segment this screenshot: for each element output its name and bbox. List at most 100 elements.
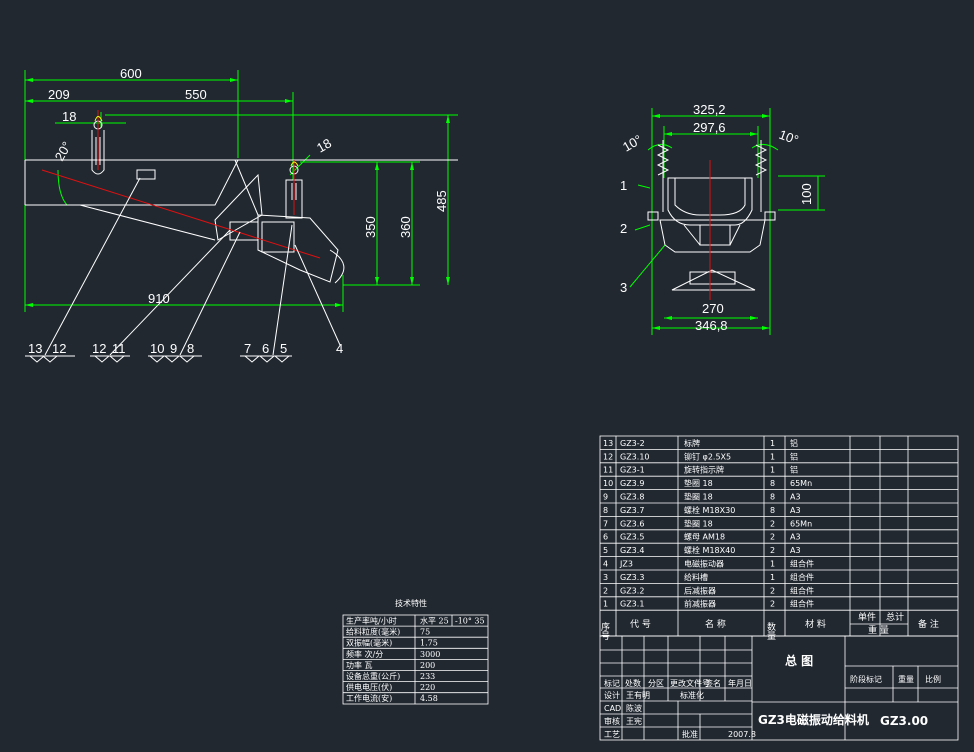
bom-cell-no: 8 xyxy=(603,506,608,515)
bom-cell-code: GZ3.7 xyxy=(620,506,644,515)
label-count: 处数 xyxy=(625,678,641,688)
bom-cell-code: GZ3.2 xyxy=(620,586,644,595)
spec-label: 给料粒度(毫米) xyxy=(346,627,400,637)
bom-cell-code: GZ3.4 xyxy=(620,546,644,555)
bom-cell-mat: 铝 xyxy=(790,451,798,461)
bom-cell-name: 螺母 AM18 xyxy=(684,532,725,542)
bom-cell-mat: A3 xyxy=(790,506,801,515)
dim-550: 550 xyxy=(185,87,207,102)
bom-cell-code: GZ3.10 xyxy=(620,452,650,461)
bom-cell-mat: 65Mn xyxy=(790,479,812,488)
bom-cell-qty: 2 xyxy=(770,586,775,595)
label-process: 工艺 xyxy=(604,730,620,739)
dim-297-6: 297,6 xyxy=(693,120,726,135)
dim-910: 910 xyxy=(148,291,170,306)
bom-cell-code: GZ3.3 xyxy=(620,573,644,582)
spec-value: 233 xyxy=(420,672,435,681)
bom-header-code: 代 号 xyxy=(630,619,651,630)
cad-name: 陈波 xyxy=(626,703,642,713)
bom-cell-no: 1 xyxy=(603,600,608,609)
dim-18-left: 18 xyxy=(62,109,76,124)
bom-cell-qty: 2 xyxy=(770,600,775,609)
label-stage: 阶段标记 xyxy=(850,674,882,684)
bom-cell-name: 铆钉 φ2.5X5 xyxy=(684,451,731,461)
spec-value: 75 xyxy=(420,628,430,637)
bom-cell-name: 电磁振动器 xyxy=(684,559,724,569)
bom-cell-qty: 1 xyxy=(770,452,775,461)
bom-cell-mat: A3 xyxy=(790,546,801,555)
drawing-name: 总 图 xyxy=(785,653,813,668)
label-approve: 批准 xyxy=(682,729,698,739)
bom-cell-mat: 组合件 xyxy=(790,572,814,582)
leader-6: 6 xyxy=(262,341,269,356)
bom-cell-mat: A3 xyxy=(790,493,801,502)
bom-cell-no: 9 xyxy=(603,493,608,502)
bom-cell-qty: 2 xyxy=(770,519,775,528)
bom-header-total: 总计 xyxy=(886,611,904,623)
bom-cell-name: 旋转指示牌 xyxy=(684,465,724,475)
bom-cell-name: 螺栓 M18X40 xyxy=(684,545,735,555)
dim-600: 600 xyxy=(120,66,142,81)
designer-name: 王有明 xyxy=(626,690,650,700)
bom-cell-no: 13 xyxy=(603,439,613,448)
bom-cell-no: 12 xyxy=(603,452,613,461)
leader-8: 8 xyxy=(187,341,194,356)
label-mark: 标记 xyxy=(604,678,620,688)
bom-cell-name: 标牌 xyxy=(684,438,700,448)
spec-value: 200 xyxy=(420,661,435,670)
drawing-number: GZ3.00 xyxy=(880,714,928,728)
leader-12-a: 12 xyxy=(52,341,66,356)
label-file: 更改文件号 xyxy=(670,678,710,688)
bom-cell-qty: 8 xyxy=(770,493,775,502)
bom-cell-no: 4 xyxy=(603,560,608,569)
bom-header-no: 序号 xyxy=(599,621,610,641)
bom-cell-name: 前减振器 xyxy=(684,599,716,609)
dim-350: 350 xyxy=(363,216,378,238)
bom-cell-qty: 1 xyxy=(770,573,775,582)
bom-cell-qty: 8 xyxy=(770,479,775,488)
dim-18-right: 18 xyxy=(314,135,334,155)
bom-cell-no: 11 xyxy=(603,466,613,475)
title-block: 总 图 GZ3电磁振动给料机 GZ3.00 阶段标记 重量 比例 标记 处数 分… xyxy=(599,635,959,741)
leader-9: 9 xyxy=(170,341,177,356)
reviewer-name: 王宪 xyxy=(626,716,642,726)
label-design: 设计 xyxy=(604,690,620,700)
spec-label: 设备总重(公斤) xyxy=(346,671,400,681)
bom-header-mat: 材 料 xyxy=(805,618,826,630)
side-view: 325,2 297,6 10° 10° 100 270 346,8 1 2 3 xyxy=(620,102,825,335)
bom-cell-mat: A3 xyxy=(790,533,801,542)
spec-label: 工作电流(安) xyxy=(346,693,392,703)
bom-cell-qty: 1 xyxy=(770,560,775,569)
spec-label: 供电电压(伏) xyxy=(346,682,392,692)
bom-header-weight: 重 量 xyxy=(868,624,889,636)
bom-cell-mat: 铝 xyxy=(790,438,798,448)
bom-cell-code: GZ3.1 xyxy=(620,600,644,609)
label-zone: 分区 xyxy=(648,679,664,688)
label-sign: 签名 xyxy=(705,678,721,688)
leader-13: 13 xyxy=(28,341,42,356)
leader-7: 7 xyxy=(244,341,251,356)
spec-value: 3000 xyxy=(420,650,440,659)
dim-325-2: 325,2 xyxy=(693,102,726,117)
bom-cell-code: GZ3.9 xyxy=(620,479,644,488)
bom-cell-code: GZ3-1 xyxy=(620,466,645,475)
bom-cell-qty: 2 xyxy=(770,546,775,555)
bom-cell-name: 螺栓 M18X30 xyxy=(684,505,735,515)
bom-cell-qty: 8 xyxy=(770,506,775,515)
bom-cell-mat: 组合件 xyxy=(790,585,814,595)
leader-3: 3 xyxy=(620,280,627,295)
dim-209: 209 xyxy=(48,87,70,102)
bom-cell-no: 10 xyxy=(603,479,613,488)
tech-specs-table: 技术特性 生产率吨/小时水平 25-10° 35给料粒度(毫米)75双振幅(毫米… xyxy=(342,598,489,705)
dim-270: 270 xyxy=(702,301,724,316)
spec-extra: -10° 35 xyxy=(455,617,485,626)
label-std: 标准化 xyxy=(680,690,704,700)
specs-title: 技术特性 xyxy=(395,598,427,608)
bom-cell-qty: 1 xyxy=(770,439,775,448)
bom-cell-code: GZ3.6 xyxy=(620,519,644,528)
dim-360: 360 xyxy=(398,216,413,238)
leader-10: 10 xyxy=(150,341,164,356)
bom-cell-mat: 组合件 xyxy=(790,599,814,609)
label-review: 审核 xyxy=(604,716,620,726)
